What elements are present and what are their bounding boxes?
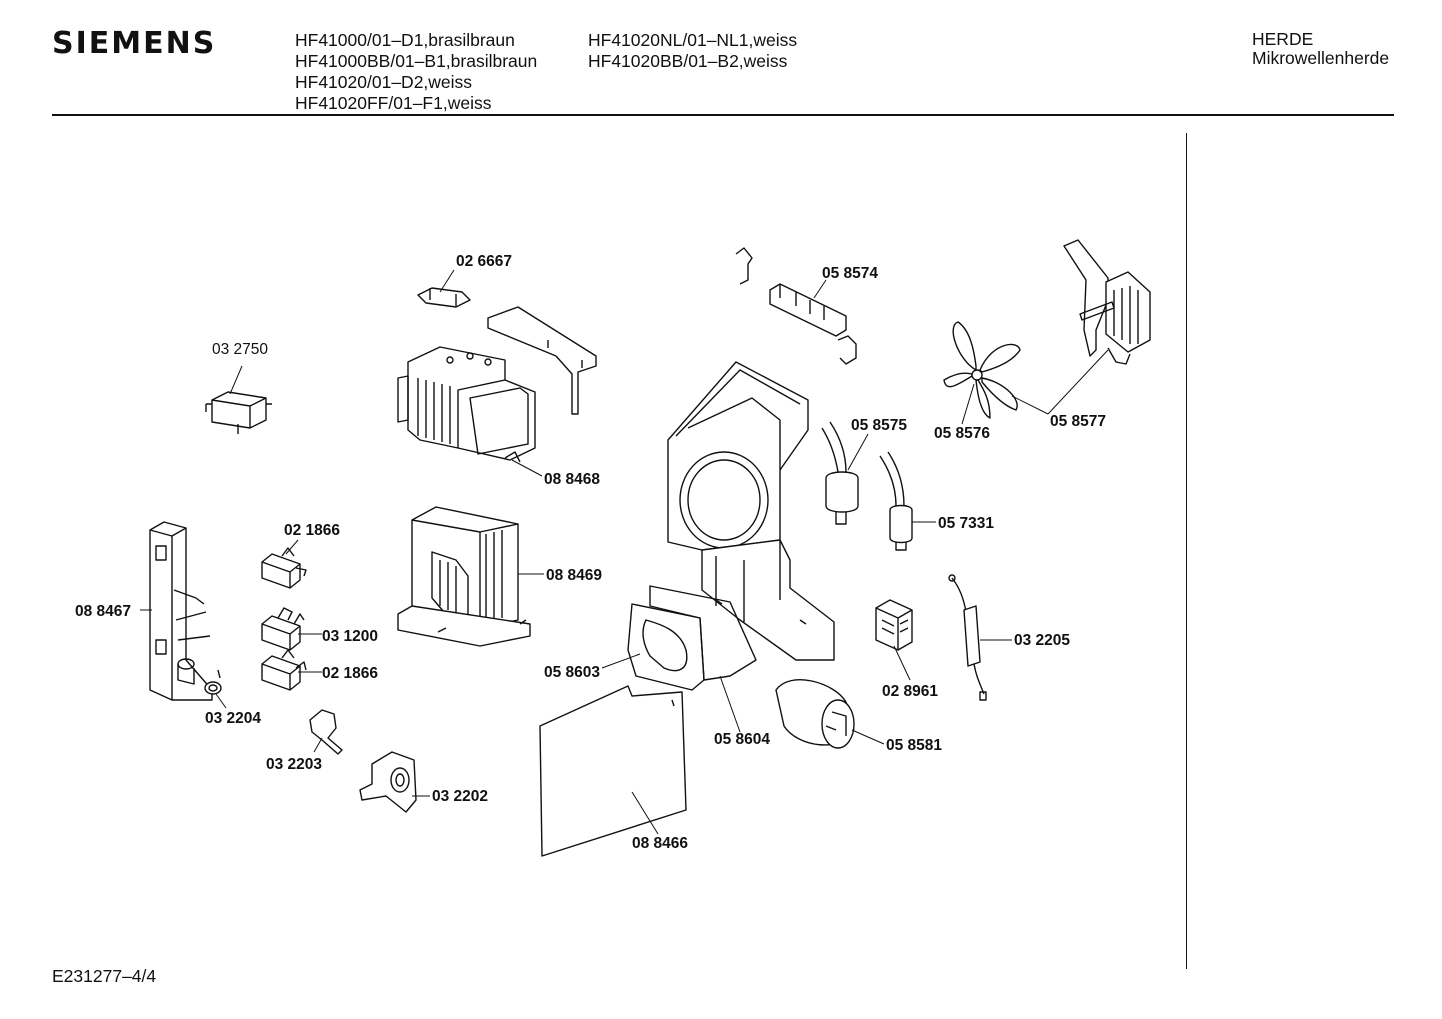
- category-title: HERDE: [1252, 29, 1314, 49]
- part-label: 08 8469: [546, 567, 602, 584]
- part-label: 05 8575: [851, 417, 907, 434]
- ring-part-drawing: [204, 669, 222, 695]
- microswitch-part-drawing: [261, 547, 307, 589]
- fan-motor-part-drawing: [1063, 239, 1151, 365]
- part-label: 03 2202: [432, 788, 488, 805]
- part-label: 05 7331: [938, 515, 994, 532]
- document-number: E231277–4/4: [52, 966, 157, 986]
- gasket-part-drawing: [627, 603, 705, 691]
- cover-plate-part-drawing: [649, 585, 757, 681]
- part-label: 05 8604: [714, 731, 770, 748]
- cover-sheet-part-drawing: [539, 685, 687, 857]
- relay-part-drawing: [205, 391, 272, 434]
- part-label: 02 1866: [322, 665, 378, 682]
- part-label: 05 8576: [934, 425, 990, 442]
- model-list-left: HF41000/01–D1,brasilbraun HF41000BB/01–B…: [295, 30, 537, 114]
- hv-capacitor-part-drawing: [775, 679, 855, 749]
- terminal-block-part-drawing: [875, 599, 913, 651]
- model-entry: HF41020BB/01–B2,weiss: [588, 51, 788, 71]
- part-label: 05 8581: [886, 737, 942, 754]
- part-label: 03 2203: [266, 756, 322, 773]
- part-label: 08 8467: [75, 603, 131, 620]
- model-entry: HF41020/01–D2,weiss: [295, 72, 473, 92]
- part-label: 08 8466: [632, 835, 688, 852]
- side-divider: [1186, 133, 1187, 969]
- category-block: HERDE Mikrowellenherde: [1252, 30, 1389, 68]
- header-divider: [52, 114, 1394, 116]
- fuse-part-drawing: [948, 574, 987, 701]
- part-label: 02 6667: [456, 253, 512, 270]
- part-label: 02 8961: [882, 683, 938, 700]
- model-entry: HF41020FF/01–F1,weiss: [295, 93, 492, 113]
- latch-part-drawing: [359, 751, 417, 813]
- model-list-right: HF41020NL/01–NL1,weiss HF41020BB/01–B2,w…: [588, 30, 797, 72]
- lever-part-drawing: [309, 709, 343, 755]
- terminal-strip-part-drawing: [735, 247, 857, 365]
- microswitch-part-drawing: [261, 607, 305, 651]
- microswitch-part-drawing: [261, 649, 307, 691]
- model-entry: HF41000BB/01–B1,brasilbraun: [295, 51, 538, 71]
- part-label: 05 8603: [544, 664, 600, 681]
- part-label: 03 1200: [322, 628, 378, 645]
- clip-part-drawing: [417, 287, 471, 308]
- part-label: 03 2750: [212, 341, 268, 358]
- fan-blade-part-drawing: [943, 321, 1021, 419]
- capacitor-part-drawing: [821, 421, 859, 525]
- model-entry: HF41020NL/01–NL1,weiss: [588, 30, 798, 50]
- switch-bracket-part-drawing: [149, 521, 213, 701]
- transformer-part-drawing: [397, 506, 531, 647]
- part-label: 08 8468: [544, 471, 600, 488]
- leader-lines: [140, 269, 1109, 835]
- brand-logo: SIEMENS: [52, 26, 217, 61]
- part-label: 02 1866: [284, 522, 340, 539]
- part-label: 03 2204: [205, 710, 261, 727]
- air-duct-part-drawing: [667, 361, 835, 661]
- part-label: 03 2205: [1014, 632, 1070, 649]
- part-label: 05 8577: [1050, 413, 1106, 430]
- category-subtitle: Mikrowellenherde: [1252, 48, 1390, 68]
- capacitor-part-drawing: [879, 451, 913, 551]
- magnetron-part-drawing: [397, 306, 597, 463]
- model-entry: HF41000/01–D1,brasilbraun: [295, 30, 515, 50]
- part-label: 05 8574: [822, 265, 878, 282]
